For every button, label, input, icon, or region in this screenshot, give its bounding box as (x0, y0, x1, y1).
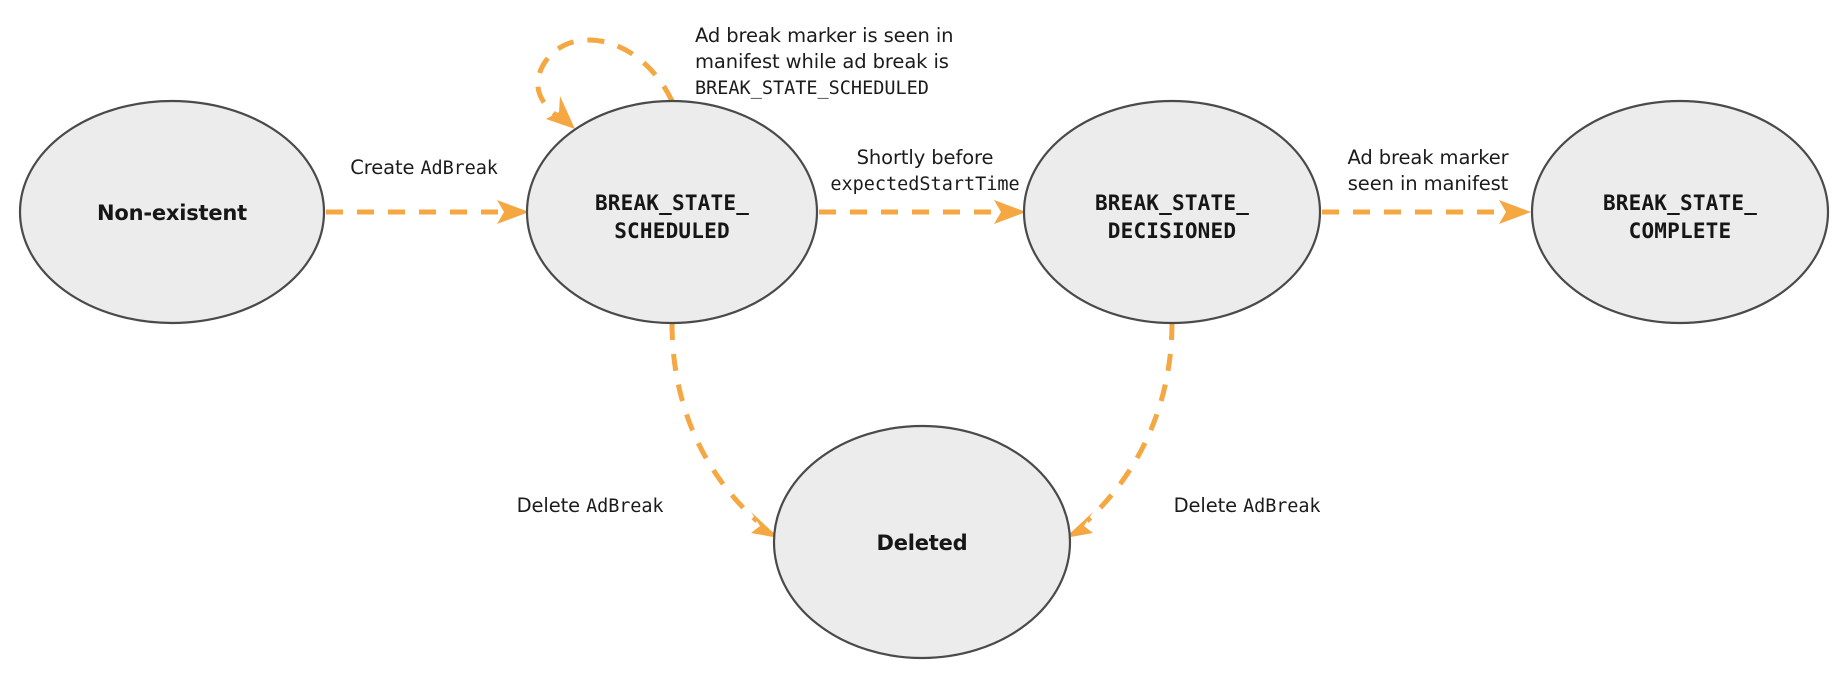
edge-label-create-adbreak-seg-1: AdBreak (421, 158, 498, 179)
edge-delete-from-scheduled-path (669, 322, 759, 523)
node-break-state-decisioned[interactable]: BREAK_STATE_ DECISIONED (1022, 99, 1322, 325)
node-deleted-label: Deleted (876, 531, 967, 555)
node-deleted[interactable]: Deleted (772, 424, 1072, 660)
node-break-state-complete-shape (1530, 99, 1830, 325)
node-break-state-scheduled-label-line1: BREAK_STATE_ (595, 191, 749, 215)
edge-label-selfloop-scheduled-line2: manifest while ad break is (695, 50, 949, 73)
node-break-state-scheduled-label-line2: SCHEDULED (614, 219, 730, 243)
edge-delete-from-scheduled[interactable] (669, 322, 779, 538)
node-non-existent-shape (18, 99, 326, 325)
edge-create-adbreak[interactable] (326, 200, 529, 224)
edge-label-delete-from-decisioned-seg-0: Delete (1174, 494, 1244, 517)
node-deleted-shape (772, 424, 1072, 660)
node-break-state-complete-label-line1: BREAK_STATE_ (1603, 191, 1757, 215)
edge-delete-from-decisioned-arrowhead (1065, 512, 1093, 538)
edge-create-adbreak-arrowhead (497, 200, 529, 224)
node-non-existent[interactable]: Non-existent (18, 99, 326, 325)
edge-selfloop-scheduled-arrowhead (546, 96, 575, 129)
node-break-state-scheduled-shape (525, 99, 819, 325)
node-break-state-complete[interactable]: BREAK_STATE_ COMPLETE (1530, 99, 1830, 325)
edge-label-marker-seen-manifest-line2: seen in manifest (1348, 172, 1509, 195)
edge-label-selfloop-scheduled-line1: Ad break marker is seen in (695, 24, 953, 47)
node-break-state-complete-label-line2: COMPLETE (1629, 219, 1732, 243)
node-break-state-decisioned-label-line2: DECISIONED (1108, 219, 1236, 243)
edge-label-delete-from-scheduled: Delete AdBreak (517, 494, 664, 517)
edge-label-create-adbreak-seg-0: Create (350, 156, 420, 179)
edge-marker-seen-manifest-arrowhead (1499, 200, 1531, 224)
edge-label-selfloop-scheduled-line3: BREAK_STATE_SCHEDULED (695, 78, 929, 99)
edge-delete-from-decisioned-path (1085, 322, 1175, 523)
edge-shortly-before-arrowhead (994, 200, 1026, 224)
edge-label-marker-seen-manifest-line1: Ad break marker (1347, 146, 1509, 169)
edge-label-shortly-before-line2: expectedStartTime (830, 174, 1019, 195)
edge-label-delete-from-scheduled-seg-0: Delete (517, 494, 587, 517)
node-break-state-scheduled[interactable]: BREAK_STATE_ SCHEDULED (525, 99, 819, 325)
edge-label-create-adbreak: Create AdBreak (350, 156, 498, 179)
edge-label-delete-from-decisioned: Delete AdBreak (1174, 494, 1321, 517)
edge-selfloop-scheduled[interactable] (535, 37, 675, 129)
edge-delete-from-scheduled-arrowhead (751, 512, 779, 538)
edge-label-delete-from-scheduled-seg-1: AdBreak (586, 496, 663, 517)
edge-marker-seen-manifest[interactable] (1322, 200, 1531, 224)
edge-shortly-before[interactable] (819, 200, 1026, 224)
node-break-state-decisioned-label-line1: BREAK_STATE_ (1095, 191, 1249, 215)
node-non-existent-label: Non-existent (97, 201, 247, 225)
edge-label-delete-from-decisioned-seg-1: AdBreak (1243, 496, 1320, 517)
edge-delete-from-decisioned[interactable] (1065, 322, 1175, 538)
node-break-state-decisioned-shape (1022, 99, 1322, 325)
edge-label-shortly-before-line1: Shortly before (857, 146, 994, 169)
edge-selfloop-scheduled-path (535, 37, 675, 121)
